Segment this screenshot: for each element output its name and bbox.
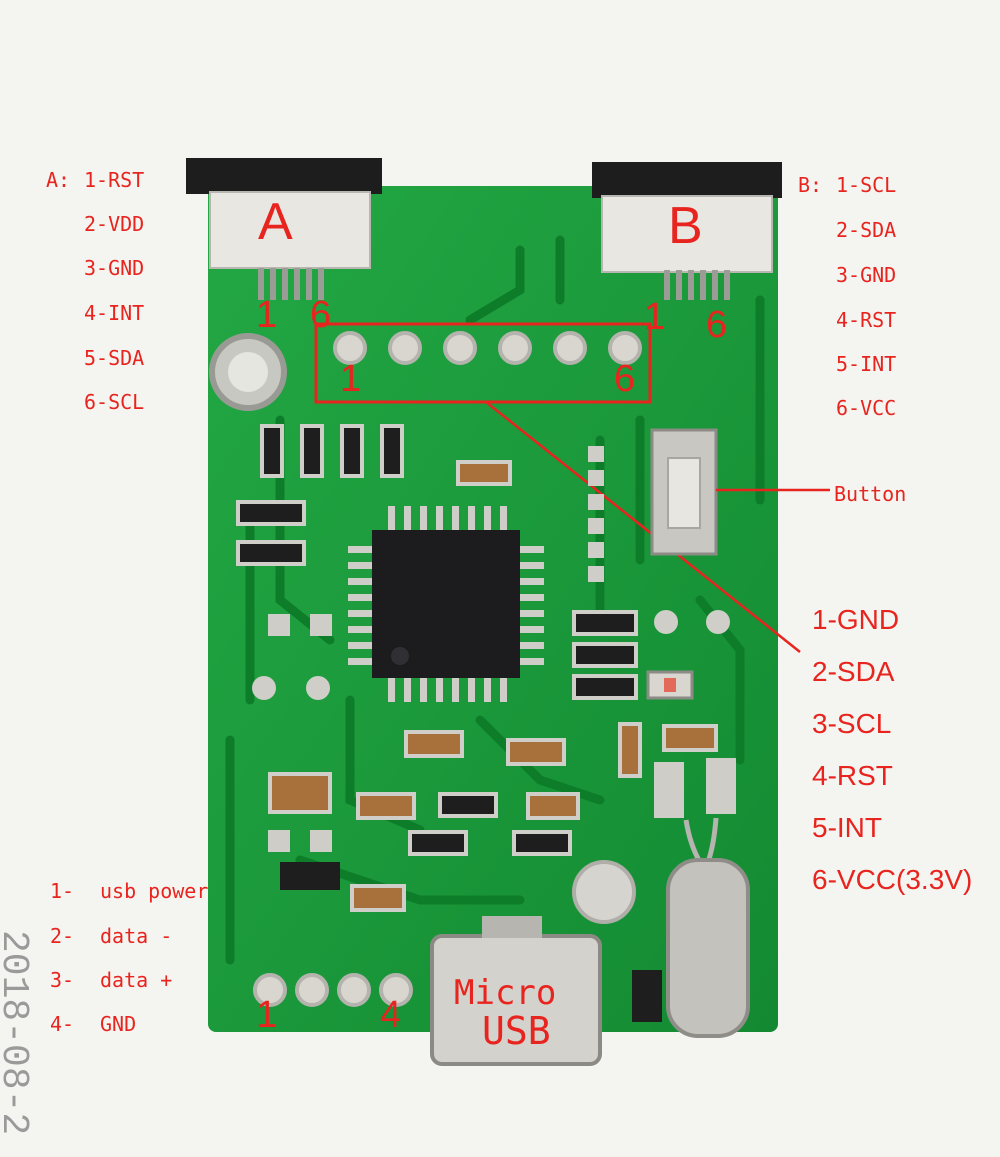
- connector-b-pin: 6-VCC: [836, 396, 897, 420]
- usb-pin-last: 4: [380, 994, 402, 1036]
- usb-pin-first: 1: [256, 994, 278, 1036]
- connector-b-heading: B:: [798, 173, 823, 197]
- connector-a-leads: [258, 268, 324, 300]
- connector-b-pin-last: 6: [706, 304, 728, 346]
- header-leader-line: [485, 401, 801, 653]
- header-pin-last: 6: [614, 358, 636, 400]
- connector-b-pin: 4-RST: [836, 308, 897, 332]
- connector-b-pin: 1-SCL: [836, 173, 897, 197]
- connector-a-pin: 2-VDD: [84, 212, 145, 236]
- connector-a-letter: A: [258, 193, 293, 251]
- header-highlight-box: [314, 322, 652, 404]
- diode: [280, 862, 340, 890]
- connector-a-housing: [209, 191, 371, 269]
- usb-pin-name: usb power: [100, 879, 209, 903]
- micro-usb-title-line2: USB: [482, 1009, 551, 1053]
- connector-a-pin: 4-INT: [84, 301, 145, 325]
- date-stamp: 2018-08-2: [0, 930, 35, 1136]
- connector-a-heading: A:: [46, 168, 71, 192]
- crystal-oscillator: [666, 858, 750, 1038]
- connector-b-pin: 2-SDA: [836, 218, 897, 242]
- header-b-pads: [268, 446, 604, 852]
- connector-b-housing: [601, 195, 773, 273]
- connector-a-pin-last: 6: [310, 294, 332, 336]
- usb-pin-name: data +: [100, 968, 173, 992]
- header-pin: 3-SCL: [812, 708, 892, 739]
- usb-pin-number: 2-: [50, 924, 75, 948]
- usb-pin-holes: [253, 973, 413, 1007]
- connector-a-pin-first: 1: [256, 294, 278, 336]
- usb-pin-name: GND: [100, 1012, 137, 1036]
- through-holes: [252, 610, 730, 700]
- connector-a-latch: [186, 158, 382, 194]
- header-pin: 2-SDA: [812, 656, 895, 687]
- usb-pin-number: 1-: [50, 879, 75, 903]
- connector-b-latch: [592, 162, 782, 198]
- header-pin: 6-VCC(3.3V): [812, 864, 973, 895]
- smd-capacitors: [268, 460, 718, 912]
- usb-pin-name: data -: [100, 924, 173, 948]
- connector-a-pin: 5-SDA: [84, 346, 145, 370]
- usb-pin-number: 4-: [50, 1012, 75, 1036]
- connector-b-pin-first: 1: [644, 296, 666, 338]
- header-pin: 5-INT: [812, 812, 882, 843]
- micro-usb-title-line1: Micro: [454, 973, 557, 1013]
- mounting-hole-2: [572, 860, 636, 924]
- connector-b-pin: 5-INT: [836, 352, 897, 376]
- usb-pin-number: 3-: [50, 968, 75, 992]
- connector-b-pin: 3-GND: [836, 263, 897, 287]
- crystal-pad: [654, 762, 684, 818]
- button-label: Button: [834, 482, 907, 506]
- header-pin-holes: [333, 331, 642, 365]
- header-pin-first: 1: [340, 358, 362, 400]
- header-pin: 4-RST: [812, 760, 893, 791]
- header-pin: 1-GND: [812, 604, 900, 635]
- connector-a-pin: 3-GND: [84, 256, 145, 280]
- connector-b-letter: B: [668, 197, 703, 255]
- mcu-pins: [348, 506, 544, 702]
- connector-a-pin: 6-SCL: [84, 390, 145, 414]
- connector-a-pin: 1-RST: [84, 168, 145, 192]
- connector-b-leads: [664, 270, 730, 300]
- smd-resistors: [236, 424, 638, 856]
